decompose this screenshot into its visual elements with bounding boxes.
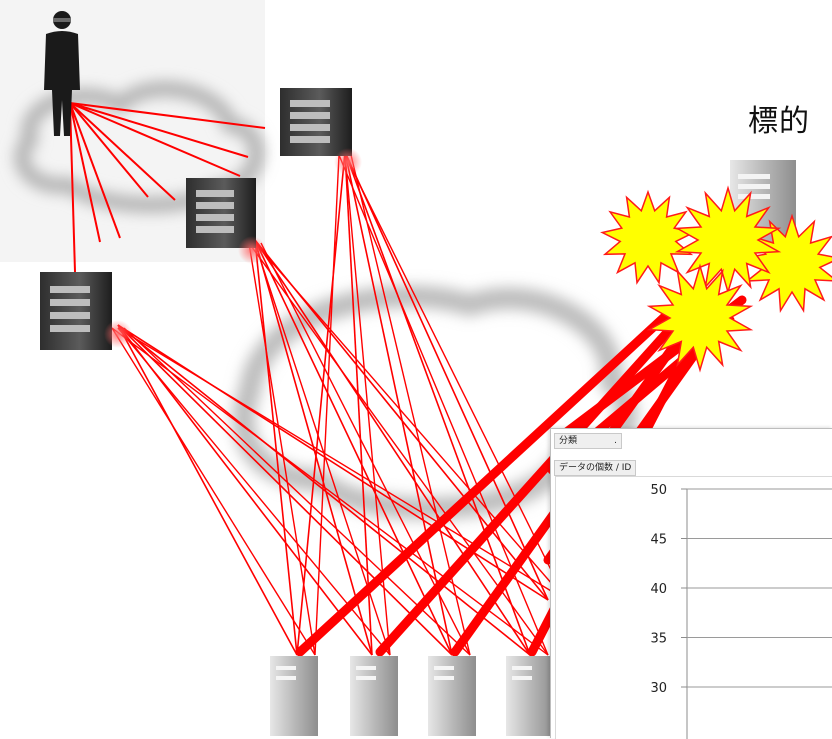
value-field-button[interactable]: データの個数 / ID xyxy=(554,460,637,476)
cloud-shadows xyxy=(0,0,638,520)
command-ray xyxy=(69,102,121,239)
control-line xyxy=(117,324,453,656)
control-line xyxy=(254,239,453,656)
target-label: 標的 xyxy=(748,104,810,139)
bot-server-slot xyxy=(512,666,532,670)
control-line xyxy=(117,324,531,656)
control-line xyxy=(344,151,453,656)
pivot-chart-window[interactable]: 分類 . データの個数 / ID 50 45 40 35 30 xyxy=(550,428,832,739)
y-tick-label: 50 xyxy=(650,483,667,498)
control-line xyxy=(344,154,567,601)
flood-line xyxy=(295,305,677,657)
bot-server-slot xyxy=(356,666,376,670)
bot-server-slot xyxy=(434,666,454,670)
light-server-icon xyxy=(428,656,476,736)
flood-line xyxy=(375,313,685,657)
impact-bursts xyxy=(600,185,832,373)
category-field-button[interactable]: 分類 . xyxy=(554,433,622,449)
explosion-burst-icon xyxy=(600,189,696,285)
control-line xyxy=(254,242,567,601)
control-line xyxy=(117,327,391,656)
command-ray xyxy=(69,102,249,158)
control-line xyxy=(117,324,373,656)
light-server-icon xyxy=(350,656,398,736)
chart-axis: 50 45 40 35 30 xyxy=(650,483,832,739)
y-tick-label: 35 xyxy=(650,632,667,647)
control-line xyxy=(254,239,373,656)
light-server-icon xyxy=(506,656,554,736)
control-line xyxy=(123,327,471,656)
filter-dropdown-icon[interactable]: . xyxy=(614,436,617,446)
command-ray xyxy=(69,102,176,201)
command-ray xyxy=(69,102,101,243)
bot-server-slot xyxy=(276,666,296,670)
chart-plot-area: 50 45 40 35 30 xyxy=(555,476,832,739)
control-line xyxy=(117,324,549,601)
command-ray xyxy=(69,102,241,177)
control-line xyxy=(314,154,340,656)
bot-server-slot xyxy=(276,676,296,680)
control-line xyxy=(117,324,298,656)
command-server-b xyxy=(186,178,266,264)
control-line xyxy=(344,151,531,656)
control-line xyxy=(344,151,373,656)
control-line xyxy=(344,151,549,601)
bot-server-slot xyxy=(512,676,532,680)
control-line xyxy=(117,327,567,601)
control-line xyxy=(111,327,316,656)
control-line xyxy=(254,239,298,656)
y-tick-label: 30 xyxy=(650,681,667,696)
command-server-c xyxy=(40,272,132,350)
y-tick-label: 40 xyxy=(650,582,667,597)
y-tick-label: 45 xyxy=(650,533,667,548)
bot-server-slot xyxy=(434,676,454,680)
control-line xyxy=(296,151,346,656)
command-server-a xyxy=(280,88,362,176)
command-ray xyxy=(69,102,149,198)
category-field-label: 分類 xyxy=(559,436,578,446)
command-ray xyxy=(69,102,266,129)
attacker-figure-icon xyxy=(44,11,80,136)
bot-servers xyxy=(270,656,554,736)
light-server-icon xyxy=(270,656,318,736)
control-line xyxy=(254,239,531,656)
bot-server-slot xyxy=(356,676,376,680)
explosion-burst-icon xyxy=(646,263,754,373)
command-ray xyxy=(69,102,76,273)
control-line xyxy=(350,154,471,656)
control-line xyxy=(111,327,549,656)
